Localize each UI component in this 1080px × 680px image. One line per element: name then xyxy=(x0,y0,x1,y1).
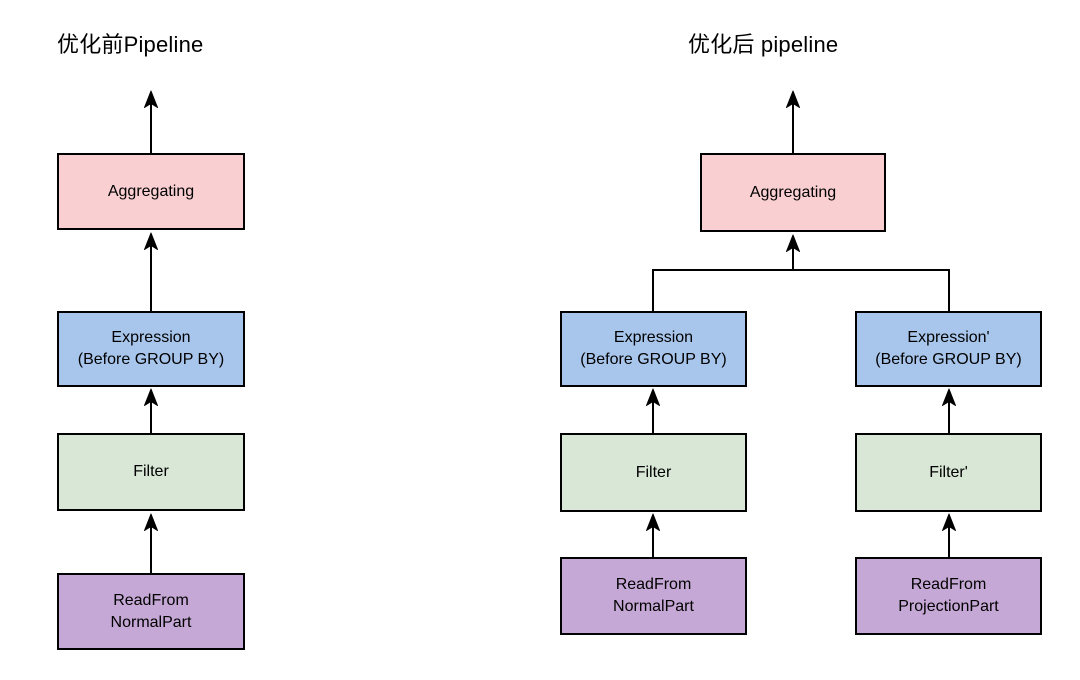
after-pipeline-title: 优化后 pipeline xyxy=(688,32,839,57)
node-after-readfrom-projectionpart: ReadFrom ProjectionPart xyxy=(855,557,1042,635)
arrow-after-readfrom-projection-to-filter xyxy=(942,513,956,557)
node-before-expression: Expression (Before GROUP BY) xyxy=(57,311,245,387)
node-label: Filter' xyxy=(929,463,968,481)
node-label: ReadFrom NormalPart xyxy=(613,576,694,615)
node-after-filter-normal: Filter xyxy=(560,433,747,512)
node-after-expression-projection: Expression' (Before GROUP BY) xyxy=(855,311,1042,387)
node-before-filter: Filter xyxy=(57,433,245,511)
node-after-aggregating: Aggregating xyxy=(700,153,886,232)
arrow-after-filter-projection-to-expression xyxy=(942,388,956,433)
node-before-aggregating: Aggregating xyxy=(57,153,245,230)
arrow-after-readfrom-normal-to-filter xyxy=(646,513,660,557)
node-label: Filter xyxy=(635,463,672,481)
arrow-after-filter-normal-to-expression xyxy=(646,388,660,433)
node-label: ReadFrom NormalPart xyxy=(110,591,192,631)
node-after-expression-normal: Expression (Before GROUP BY) xyxy=(560,311,747,387)
node-label: Aggregating xyxy=(749,183,837,201)
node-label: Expression (Before GROUP BY) xyxy=(77,329,225,368)
node-after-filter-projection: Filter' xyxy=(855,433,1042,512)
node-before-readfrom-normalpart: ReadFrom NormalPart xyxy=(57,573,245,650)
arrow-before-output xyxy=(144,90,158,153)
node-label: Expression' (Before GROUP BY) xyxy=(875,329,1022,368)
arrow-after-output xyxy=(786,90,800,153)
merge-connector xyxy=(652,269,950,311)
arrow-before-readfrom-to-filter xyxy=(144,513,158,573)
node-label: ReadFrom ProjectionPart xyxy=(898,576,999,615)
arrow-before-filter-to-expression xyxy=(144,388,158,433)
node-label: Filter xyxy=(133,463,169,481)
node-after-readfrom-normalpart: ReadFrom NormalPart xyxy=(560,557,747,635)
before-pipeline-title: 优化前Pipeline xyxy=(57,32,204,57)
arrow-after-merge-to-aggregating xyxy=(786,234,800,270)
node-label: Aggregating xyxy=(107,182,195,200)
node-label: Expression (Before GROUP BY) xyxy=(580,329,727,368)
arrow-before-expression-to-aggregating xyxy=(144,232,158,311)
